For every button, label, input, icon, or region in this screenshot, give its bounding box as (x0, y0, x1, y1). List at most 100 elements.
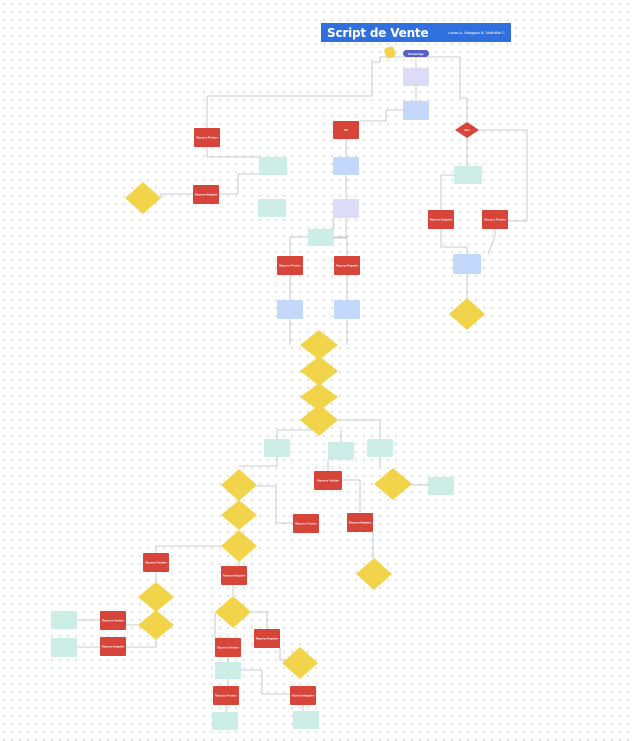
node-red-right2[interactable]: Réponse Positive (482, 210, 508, 229)
node-teal-mid3[interactable] (308, 229, 334, 246)
blue-shape (277, 300, 303, 319)
node-dia-l2[interactable] (138, 610, 174, 640)
node-teal-b1[interactable] (264, 439, 290, 457)
teal-shape (51, 638, 77, 657)
node-red-center-tall[interactable]: Réponse Positive (314, 471, 342, 490)
node-dia-lm[interactable] (282, 647, 318, 679)
node-teal-b2[interactable] (328, 442, 354, 460)
connector-line (440, 174, 454, 210)
node-red-lm2[interactable]: Réponse Négative (254, 629, 280, 648)
connector-line (160, 193, 193, 198)
node-red-right1[interactable]: Réponse Négative (428, 210, 454, 229)
connector-line (155, 545, 221, 553)
node-dia-c1[interactable] (300, 330, 338, 360)
red-shape (333, 121, 359, 139)
node-dia-l1[interactable] (138, 582, 174, 612)
node-dia-l3[interactable] (215, 596, 251, 628)
node-label: Réponse Positive (215, 694, 237, 698)
yellow-shape (125, 182, 161, 214)
blue-shape (453, 254, 481, 274)
start-pill[interactable]: Démarrage (403, 50, 429, 57)
node-red-mid-a[interactable]: Réponse Positive (277, 256, 303, 275)
node-dia-b-left3[interactable] (221, 530, 257, 562)
yellow-shape (215, 596, 251, 628)
connector-line (206, 56, 416, 128)
connector-line (241, 669, 290, 695)
yellow-shape (300, 404, 338, 436)
node-teal-ll2[interactable] (51, 638, 77, 657)
yellow-shape (221, 500, 257, 530)
node-red-lb2[interactable]: Réponse Négative (290, 686, 316, 705)
node-dia-c3[interactable] (300, 383, 338, 411)
lavender-shape (333, 199, 359, 218)
node-label: Réponse Négative (195, 193, 218, 197)
node-teal-left1[interactable] (259, 157, 287, 175)
node-red-ll2[interactable]: Réponse Négative (100, 637, 126, 656)
node-label: Réponse Positive (279, 264, 301, 268)
node-teal-right1[interactable] (454, 166, 482, 184)
node-red-l1[interactable]: Réponse Positive (143, 553, 169, 572)
node-dia-b-right[interactable] (374, 468, 412, 500)
teal-shape (212, 712, 238, 730)
node-dia-b-left1[interactable] (221, 469, 257, 501)
node-label: Non (464, 128, 469, 132)
node-teal-lb1[interactable] (212, 712, 238, 730)
teal-shape (367, 439, 393, 457)
red-shape (455, 122, 479, 138)
red-shape (347, 513, 373, 532)
node-red-mid-b[interactable]: Réponse Négative (334, 256, 360, 275)
node-teal-ll1[interactable] (51, 611, 77, 629)
node-blue-right2[interactable] (453, 254, 481, 274)
node-red-l2[interactable]: Réponse Négative (221, 566, 247, 585)
node-red-b-mid1[interactable]: Réponse Positive (293, 514, 319, 533)
node-red-top-left[interactable]: Réponse Positive (194, 128, 220, 147)
yellow-shape (138, 582, 174, 612)
node-dia-far-left[interactable] (125, 182, 161, 214)
yellow-shape (221, 469, 257, 501)
teal-shape (258, 199, 286, 217)
node-red-non[interactable]: Non (455, 122, 479, 138)
teal-shape (293, 711, 319, 729)
node-teal-b3[interactable] (367, 439, 393, 457)
yellow-shape (374, 468, 412, 500)
node-lav1[interactable] (403, 68, 429, 86)
yellow-shape (300, 383, 338, 411)
node-red-left2[interactable]: Réponse Négative (193, 185, 219, 204)
node-red-b-mid2[interactable]: Réponse Négative (347, 513, 373, 532)
node-label: Réponse Positive (317, 479, 339, 483)
node-dia-c4[interactable] (300, 404, 338, 436)
teal-shape (264, 439, 290, 457)
red-shape (100, 637, 126, 656)
node-blue-mid-b[interactable] (334, 300, 360, 319)
node-red-lb1[interactable]: Réponse Positive (213, 686, 239, 705)
red-shape (213, 686, 239, 705)
node-blue-mid-a[interactable] (277, 300, 303, 319)
node-label: Réponse Négative (292, 694, 315, 698)
node-label: Réponse Négative (430, 218, 453, 222)
node-dia-c2[interactable] (300, 356, 338, 386)
node-red-ll1[interactable]: Réponse Positive (100, 611, 126, 630)
node-label: Réponse Positive (484, 218, 506, 222)
red-shape (215, 638, 241, 657)
node-teal-lm[interactable] (215, 662, 241, 679)
node-teal-lb2[interactable] (293, 711, 319, 729)
node-label: Réponse Positive (145, 561, 167, 565)
node-label: Réponse Négative (336, 264, 359, 268)
node-red-lm1[interactable]: Réponse Positive (215, 638, 241, 657)
connector-line (276, 429, 320, 439)
node-dia-right-end[interactable] (449, 298, 485, 330)
teal-shape (428, 477, 454, 495)
node-blue1[interactable] (403, 101, 429, 120)
node-red-oui[interactable]: Oui (333, 121, 359, 139)
node-dia-b-right2[interactable] (356, 558, 392, 590)
node-blue-mid1[interactable] (333, 157, 359, 175)
node-teal-b-right[interactable] (428, 477, 454, 495)
node-lav-mid2[interactable] (333, 199, 359, 218)
node-teal-left2[interactable] (258, 199, 286, 217)
node-dia-b-left2[interactable] (221, 500, 257, 530)
yellow-shape (449, 298, 485, 330)
node-label: Réponse Négative (102, 645, 125, 649)
red-shape (221, 566, 247, 585)
connector-lines (77, 56, 528, 712)
